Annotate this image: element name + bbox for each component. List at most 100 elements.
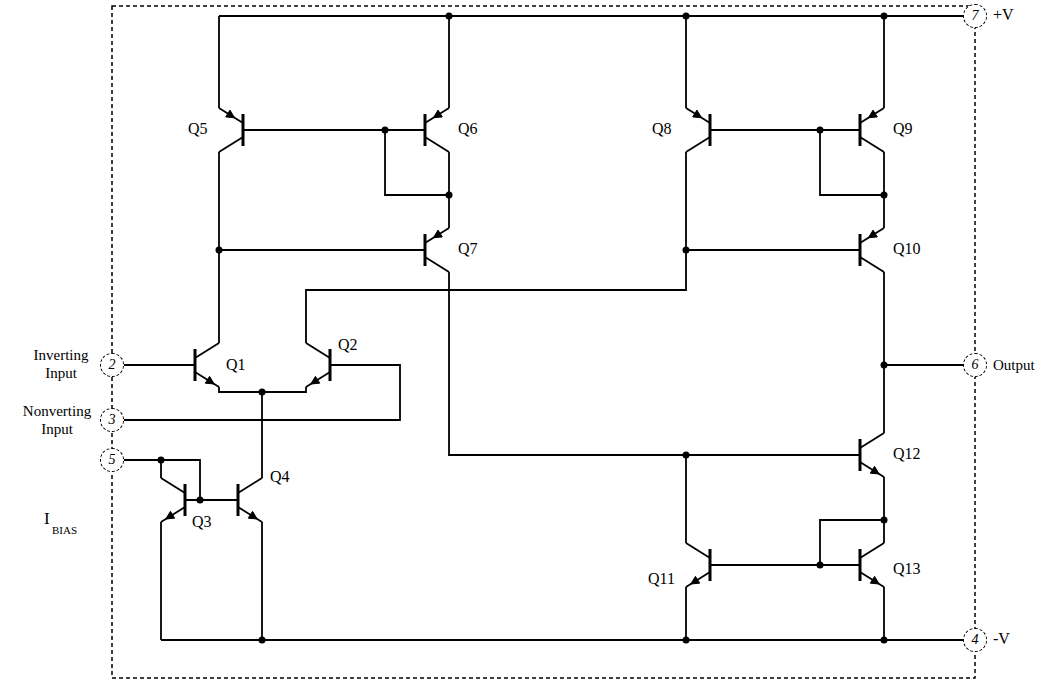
junction-dot (881, 13, 888, 20)
wire (449, 272, 860, 455)
junction-dot (683, 13, 690, 20)
transistor-symbol (860, 543, 884, 587)
junction-dot (683, 452, 690, 459)
wire (685, 587, 687, 640)
emitter-arrow (433, 230, 442, 238)
wire (448, 16, 450, 108)
wire (710, 564, 860, 566)
lead (860, 137, 884, 152)
emitter-arrow (433, 110, 442, 118)
junction-dot (881, 362, 888, 369)
wire (685, 16, 687, 108)
emitter-arrow (870, 576, 879, 584)
junction-dot (259, 637, 266, 644)
wire (820, 520, 884, 565)
base-bar (329, 349, 332, 381)
transistor-label: Q3 (192, 513, 212, 531)
transistor-label: Q13 (893, 560, 921, 578)
wire (124, 365, 400, 420)
wire (448, 152, 450, 228)
junctions (158, 13, 888, 644)
wire (884, 364, 963, 366)
junction-dot (382, 127, 389, 134)
emitter-arrow (868, 230, 877, 238)
transistor-symbol (195, 343, 219, 387)
wire (219, 249, 425, 251)
transistor-symbol (860, 433, 884, 477)
signal-label: Nonverting Input (12, 402, 102, 438)
wire (883, 272, 885, 433)
pin-circle: 5 (100, 448, 124, 472)
wire (243, 129, 425, 131)
lead (195, 343, 219, 358)
base-bar (859, 114, 862, 146)
lead (686, 543, 710, 558)
transistor-label: Q2 (338, 336, 358, 354)
junction-dot (817, 562, 824, 569)
base-bar (859, 439, 862, 471)
wire (686, 249, 860, 251)
pin-circle: 3 (100, 408, 124, 432)
junction-dot (683, 637, 690, 644)
transistor-label: Q4 (270, 468, 290, 486)
lead (306, 343, 330, 358)
lead (425, 108, 449, 123)
junction-dot (216, 247, 223, 254)
lead (686, 572, 710, 587)
transistor-label: Q6 (458, 120, 478, 138)
pin-number: 5 (109, 453, 116, 467)
wire (200, 499, 238, 501)
wire (161, 460, 200, 500)
wire (385, 130, 449, 195)
package-outline (112, 6, 975, 678)
transistors (161, 108, 884, 587)
emitter-arrow (205, 376, 214, 384)
transistor-symbol (306, 343, 330, 387)
pin-number: 6 (972, 358, 979, 372)
pin-circle: 6 (963, 353, 987, 377)
wire (261, 392, 263, 478)
junction-dot (446, 13, 453, 20)
emitter-arrow (691, 576, 700, 584)
wire (710, 129, 860, 131)
junction-dot (197, 497, 204, 504)
transistor-label: Q12 (893, 445, 921, 463)
lead (860, 228, 884, 243)
wires (124, 16, 963, 640)
emitter-arrow (870, 466, 879, 474)
transistor-symbol (425, 228, 449, 272)
transistor-symbol (860, 228, 884, 272)
transistor-label: Q5 (188, 120, 208, 138)
base-bar (859, 549, 862, 581)
lead (306, 372, 330, 387)
pin-circle: 2 (100, 353, 124, 377)
lead (860, 257, 884, 272)
base-bar (194, 349, 197, 381)
lead (860, 433, 884, 448)
wire (883, 152, 885, 228)
base-bar (184, 484, 187, 516)
pin-number: 4 (972, 633, 979, 647)
base-bar (237, 484, 240, 516)
wire (124, 364, 195, 366)
lead (860, 572, 884, 587)
base-bar (424, 234, 427, 266)
junction-dot (881, 517, 888, 524)
pin-circle: 7 (963, 4, 987, 28)
base-bar (859, 234, 862, 266)
signal-label: Output (993, 356, 1035, 374)
signal-label: +V (993, 6, 1014, 24)
pin-number: 7 (972, 9, 979, 23)
wire (218, 16, 220, 108)
junction-dot (881, 192, 888, 199)
junction-dot (158, 457, 165, 464)
lead (195, 372, 219, 387)
transistor-symbol (425, 108, 449, 152)
base-bar (709, 114, 712, 146)
signal-label: Inverting Input (20, 346, 102, 382)
base-bar (709, 549, 712, 581)
junction-dot (259, 389, 266, 396)
lead (425, 228, 449, 243)
wire (883, 587, 885, 640)
